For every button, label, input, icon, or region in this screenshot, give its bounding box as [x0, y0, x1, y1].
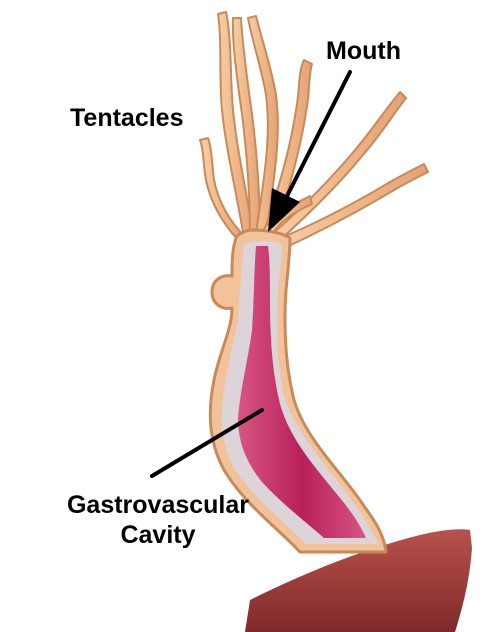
cavity-label-line2: Cavity: [28, 520, 288, 550]
mouth-label: Mouth: [326, 36, 401, 66]
tentacles-label: Tentacles: [70, 103, 183, 133]
cavity-label-line1: Gastrovascular: [28, 490, 288, 520]
gastrovascular-cavity-label: Gastrovascular Cavity: [28, 490, 288, 550]
